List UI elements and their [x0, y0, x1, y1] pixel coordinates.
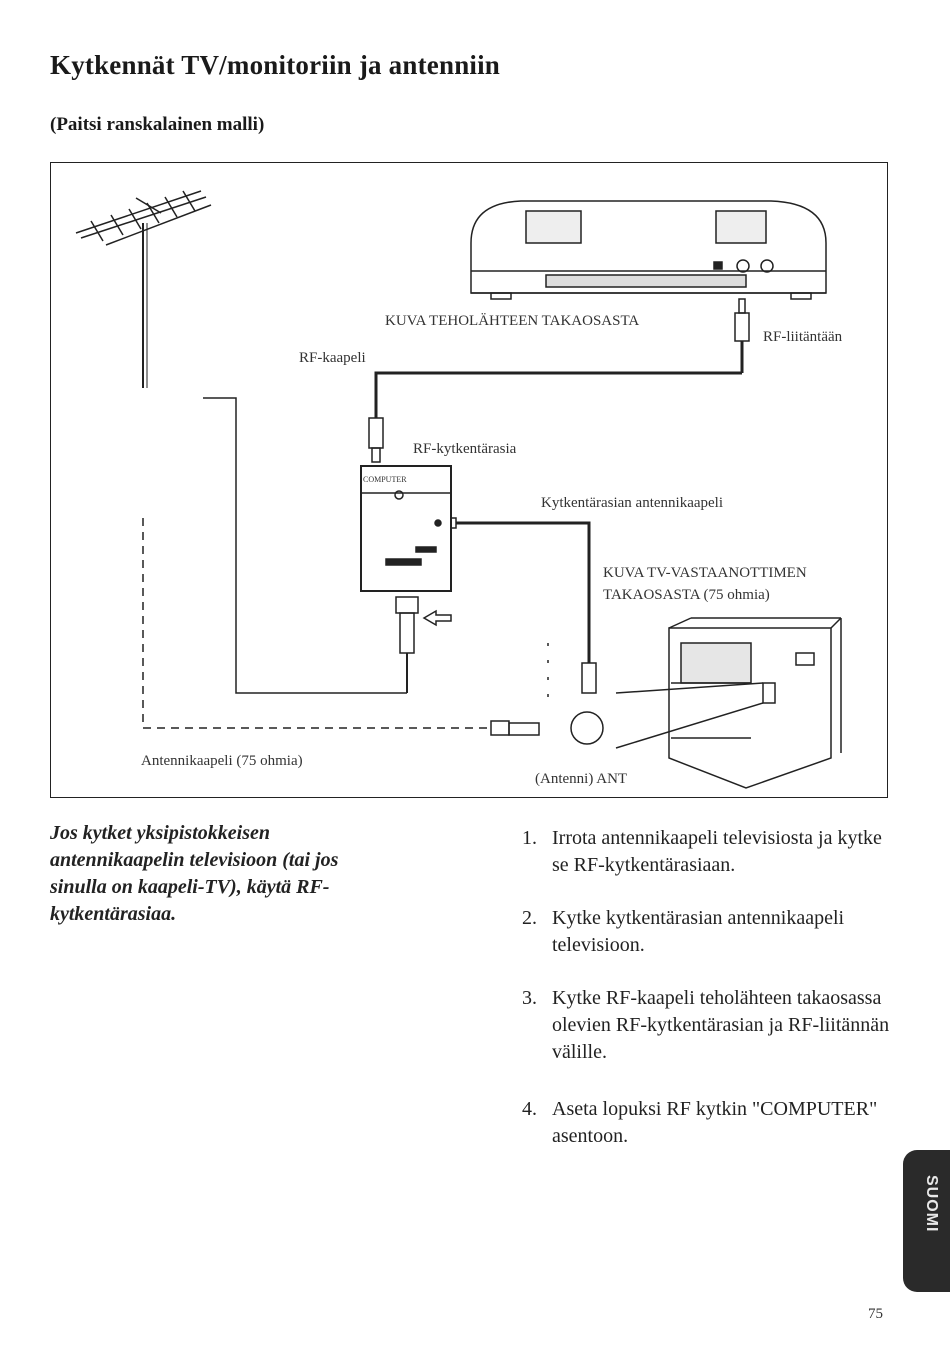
- step-text: Kytke kytkentärasian antennikaapeli tele…: [552, 907, 845, 956]
- step-text: Kytke RF-kaapeli teholähteen takaosassa …: [552, 987, 890, 1063]
- step-number: 4.: [522, 1098, 537, 1120]
- tv-rear-label-line2: TAKAOSASTA (75 ohmia): [603, 587, 770, 603]
- rf-cable-label: RF-kaapeli: [299, 350, 366, 366]
- rf-cable-line: [374, 371, 742, 418]
- instruction-steps: 1. Irrota antennikaapeli televisiosta ja…: [522, 825, 902, 1150]
- computer-switch-label: COMPUTER: [363, 475, 407, 484]
- tv-receiver-icon: [615, 617, 842, 789]
- switchbox-cable-label: Kytkentärasian antennikaapeli: [541, 495, 724, 511]
- ant-connector-icon: [570, 711, 604, 745]
- ant-label: (Antenni) ANT: [535, 771, 628, 787]
- language-tab: [903, 1150, 950, 1292]
- antenna-cable-dashed-line: [142, 518, 540, 736]
- step-number: 3.: [522, 987, 537, 1009]
- page-title: Kytkennät TV/monitoriin ja antenniin: [50, 50, 501, 80]
- power-supply-icon: [470, 200, 827, 300]
- step-text: Irrota antennikaapeli televisiosta ja ky…: [552, 827, 882, 876]
- diagram-drawing: [75, 190, 842, 789]
- power-rear-label: KUVA TEHOLÄHTEEN TAKAOSASTA: [385, 313, 640, 329]
- page-subtitle: (Paitsi ranskalainen malli): [50, 114, 265, 135]
- step-number: 1.: [522, 827, 537, 849]
- page-number: 75: [868, 1306, 883, 1322]
- step-number: 2.: [522, 907, 537, 929]
- rf-jack-label: RF-liitäntään: [763, 329, 843, 345]
- rf-plug-icon: [734, 298, 750, 373]
- tv-rear-label-line1: KUVA TV-VASTAANOTTIMEN: [603, 565, 807, 581]
- antenna-icon: [75, 190, 212, 388]
- step-item: 1. Irrota antennikaapeli televisiosta ja…: [522, 825, 902, 879]
- switchbox-note: Jos kytket yksipistokkeisen antennikaape…: [50, 822, 339, 925]
- step-text: Aseta lopuksi RF kytkin "COMPUTER" asent…: [552, 1098, 878, 1147]
- language-tab-label: SUOMI: [923, 1175, 940, 1233]
- rf-switchbox-icon: [360, 465, 457, 592]
- switchbox-antenna-cable-line: [456, 521, 597, 694]
- connection-diagram: KUVA TEHOLÄHTEEN TAKAOSASTA RF-liitäntää…: [50, 162, 888, 798]
- step-item: 2. Kytke kytkentärasian antennikaapeli t…: [522, 905, 902, 959]
- antenna-cable-label: Antennikaapeli (75 ohmia): [141, 753, 303, 769]
- step-item: 4. Aseta lopuksi RF kytkin "COMPUTER" as…: [522, 1096, 902, 1150]
- step-item: 3. Kytke RF-kaapeli teholähteen takaosas…: [522, 985, 902, 1066]
- rf-switchbox-label: RF-kytkentärasia: [413, 441, 517, 457]
- antenna-plug-icon: [395, 596, 419, 693]
